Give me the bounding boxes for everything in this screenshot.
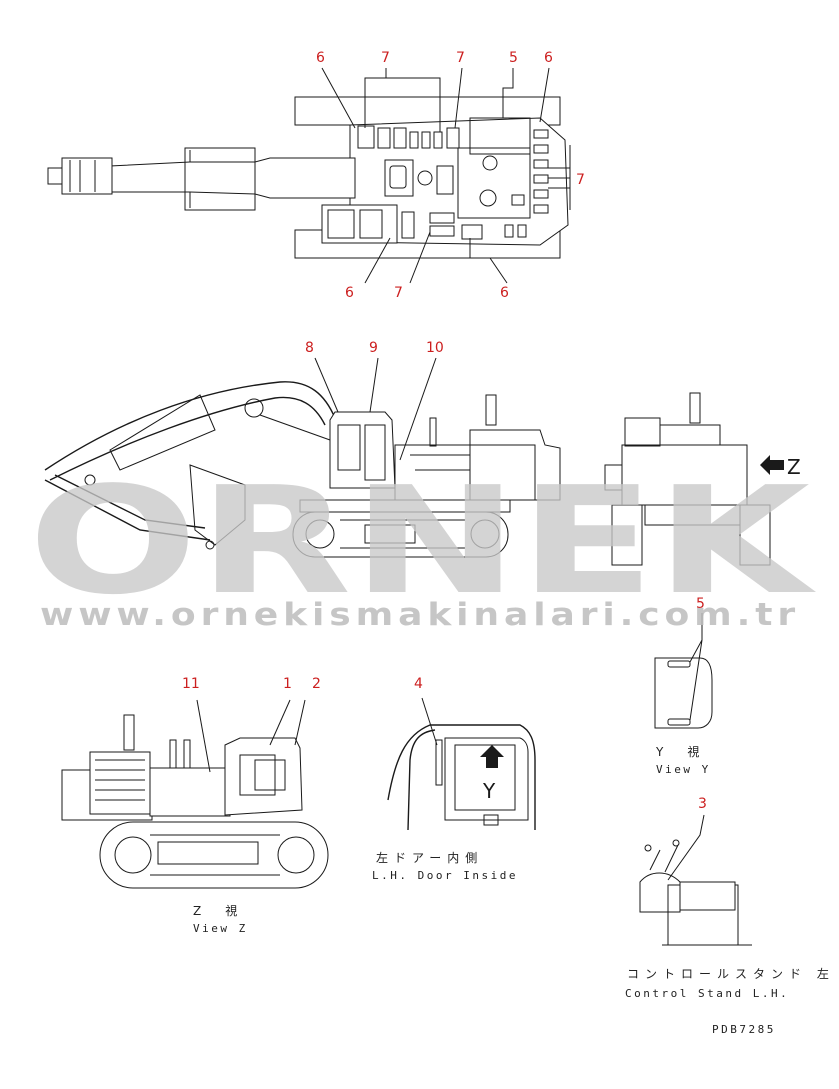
rear-view-excavator xyxy=(604,392,784,566)
drawing-number: PDB7285 xyxy=(712,1023,776,1036)
top-view-excavator xyxy=(47,67,571,284)
view-y-caption-jp: Y 視 xyxy=(655,744,705,759)
callout-6: 6 xyxy=(544,50,553,66)
callout-6: 6 xyxy=(345,285,354,301)
control-stand-caption-jp: コントロールスタンド 左 xyxy=(627,966,835,981)
callout-7: 7 xyxy=(456,50,465,66)
callout-11: 11 xyxy=(182,676,200,692)
callout-7: 7 xyxy=(394,285,403,301)
callout-2: 2 xyxy=(312,676,321,692)
watermark-brand: ORNEK xyxy=(28,455,817,627)
view-y-caption: View Y xyxy=(656,763,711,776)
door-caption: L.H. Door Inside xyxy=(372,869,518,882)
callout-3: 3 xyxy=(698,796,707,812)
callout-9: 9 xyxy=(369,340,378,356)
view-y-panel xyxy=(654,613,713,729)
watermark-url: www.ornekismakinalari.com.tr xyxy=(40,597,800,633)
control-stand-caption: Control Stand L.H. xyxy=(625,987,789,1000)
callout-4: 4 xyxy=(414,676,423,692)
callout-7: 7 xyxy=(576,172,585,188)
side-view-excavator xyxy=(44,357,561,558)
view-z-excavator xyxy=(61,699,329,889)
door-inside-view xyxy=(387,697,536,831)
callout-5: 5 xyxy=(696,596,705,612)
callout-7: 7 xyxy=(381,50,390,66)
callout-6: 6 xyxy=(316,50,325,66)
door-caption-jp: 左ドアー内側 xyxy=(376,850,483,865)
control-stand-view xyxy=(639,814,752,946)
view-z-caption-jp: Z 視 xyxy=(193,903,243,918)
callout-10: 10 xyxy=(426,340,444,356)
callout-5: 5 xyxy=(509,50,518,66)
arrow-z-icon xyxy=(760,455,784,475)
arrow-up-icon xyxy=(480,745,504,768)
callout-1: 1 xyxy=(283,676,292,692)
y-marker-label: Y xyxy=(482,779,496,803)
callout-6: 6 xyxy=(500,285,509,301)
callout-8: 8 xyxy=(305,340,314,356)
view-z-caption: View Z xyxy=(193,922,248,935)
z-arrow-label: Z xyxy=(787,455,801,479)
